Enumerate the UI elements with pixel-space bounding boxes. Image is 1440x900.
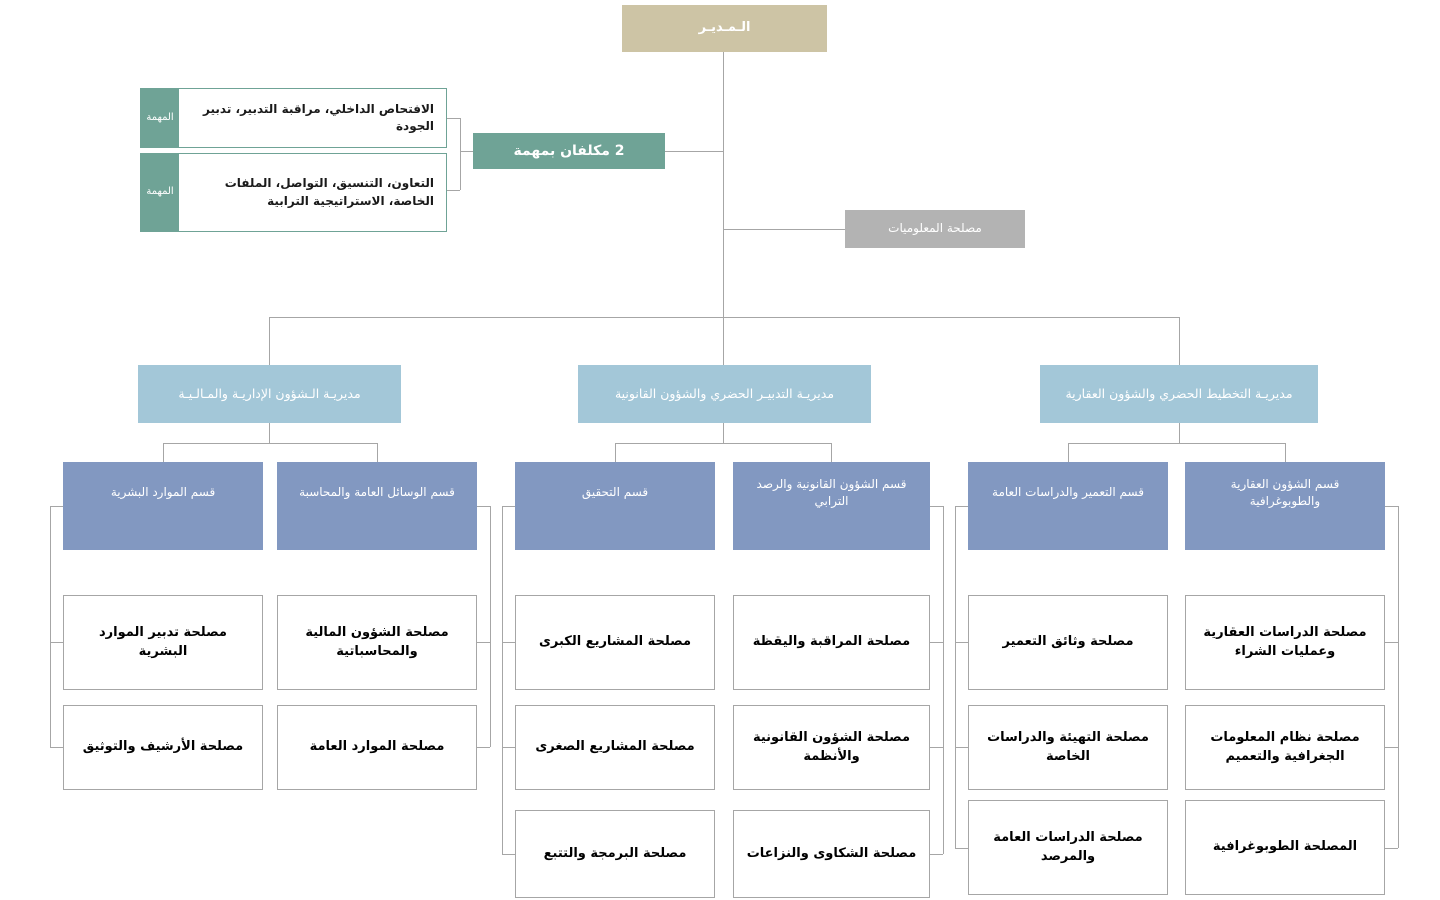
connector-line bbox=[502, 506, 515, 507]
connector-line bbox=[477, 642, 490, 643]
connector-line bbox=[1385, 747, 1398, 748]
mission-box-2: المهمة التعاون، التنسيق، التواصل، الملفا… bbox=[140, 153, 447, 232]
connector-line bbox=[1285, 443, 1286, 462]
connector-line bbox=[477, 747, 490, 748]
service-node: مصلحة المشاريع الصغرى bbox=[515, 705, 715, 790]
charges-mission-badge: 2 مكلفان بمهمة bbox=[473, 133, 665, 169]
service-node: مصلحة المراقبة واليقظة bbox=[733, 595, 930, 690]
connector-line bbox=[724, 229, 845, 230]
connector-line bbox=[502, 506, 503, 854]
director-node: الـمـديـر bbox=[622, 5, 827, 52]
connector-line bbox=[1398, 506, 1399, 848]
connector-line bbox=[269, 317, 1179, 318]
division-investigation: قسم التحقيق bbox=[515, 462, 715, 550]
connector-line bbox=[460, 118, 461, 190]
connector-line bbox=[615, 443, 616, 462]
service-node: مصلحة الشكاوى والنزاعات bbox=[733, 810, 930, 898]
connector-line bbox=[502, 747, 515, 748]
mission-tab-label: المهمة bbox=[141, 89, 179, 147]
connector-line bbox=[50, 747, 63, 748]
information-service-node: مصلحة المعلوميات bbox=[845, 210, 1025, 248]
connector-line bbox=[1385, 848, 1398, 849]
connector-line bbox=[163, 443, 164, 462]
service-node: مصلحة البرمجة والتتبع bbox=[515, 810, 715, 898]
connector-line bbox=[930, 506, 943, 507]
connector-line bbox=[930, 854, 943, 855]
service-node: مصلحة الأرشيف والتوثيق bbox=[63, 705, 263, 790]
connector-line bbox=[502, 642, 515, 643]
directorate-urban-planning-realestate: مديريـة التخطيط الحضري والشؤون العقارية bbox=[1040, 365, 1318, 423]
division-realestate-topographic: قسم الشؤون العقارية والطوبوغرافية bbox=[1185, 462, 1385, 550]
connector-line bbox=[955, 506, 956, 848]
connector-line bbox=[955, 747, 968, 748]
service-node: مصلحة الشؤون المالية والمحاسباتية bbox=[277, 595, 477, 690]
connector-line bbox=[377, 443, 378, 462]
connector-line bbox=[943, 506, 944, 854]
connector-line bbox=[723, 52, 724, 317]
connector-line bbox=[955, 848, 968, 849]
connector-line bbox=[50, 506, 63, 507]
connector-line bbox=[447, 190, 460, 191]
directorate-urban-management-legal: مديريـة التدبيـر الحضري والشؤون القانوني… bbox=[578, 365, 871, 423]
connector-line bbox=[955, 642, 968, 643]
connector-line bbox=[269, 317, 270, 365]
connector-line bbox=[930, 747, 943, 748]
mission-text-1: الافتحاص الداخلي، مراقبة التدبير، تدبير … bbox=[203, 101, 434, 133]
connector-line bbox=[723, 317, 724, 365]
service-node: المصلحة الطوبوغرافية bbox=[1185, 800, 1385, 895]
connector-line bbox=[447, 118, 460, 119]
division-legal-territorial-monitoring: قسم الشؤون القانونية والرصد الترابي bbox=[733, 462, 930, 550]
connector-line bbox=[1179, 423, 1180, 443]
connector-line bbox=[831, 443, 832, 462]
service-node: مصلحة الدراسات العقارية وعمليات الشراء bbox=[1185, 595, 1385, 690]
connector-line bbox=[1385, 642, 1398, 643]
connector-line bbox=[460, 151, 473, 152]
connector-line bbox=[665, 151, 723, 152]
directorate-admin-financial: مديريـة الـشؤون الإداريـة والمـالـيـة bbox=[138, 365, 401, 423]
connector-line bbox=[1068, 443, 1285, 444]
connector-line bbox=[1385, 506, 1398, 507]
mission-box-1: المهمة الافتحاص الداخلي، مراقبة التدبير،… bbox=[140, 88, 447, 148]
division-human-resources: قسم الموارد البشرية bbox=[63, 462, 263, 550]
connector-line bbox=[1068, 443, 1069, 462]
service-node: مصلحة وثائق التعمير bbox=[968, 595, 1168, 690]
division-general-means-accounting: قسم الوسائل العامة والمحاسبة bbox=[277, 462, 477, 550]
mission-text-2: التعاون، التنسيق، التواصل، الملفات الخاص… bbox=[224, 176, 434, 208]
service-node: مصلحة التهيئة والدراسات الخاصة bbox=[968, 705, 1168, 790]
service-node: مصلحة المشاريع الكبرى bbox=[515, 595, 715, 690]
connector-line bbox=[502, 854, 515, 855]
division-urbanism-general-studies: قسم التعمير والدراسات العامة bbox=[968, 462, 1168, 550]
service-node: مصلحة الدراسات العامة والمرصد bbox=[968, 800, 1168, 895]
connector-line bbox=[1179, 317, 1180, 365]
service-node: مصلحة تدبير الموارد البشرية bbox=[63, 595, 263, 690]
connector-line bbox=[50, 506, 51, 747]
connector-line bbox=[269, 423, 270, 443]
connector-line bbox=[955, 506, 968, 507]
connector-line bbox=[490, 506, 491, 747]
connector-line bbox=[50, 642, 63, 643]
mission-tab-label: المهمة bbox=[141, 154, 179, 231]
connector-line bbox=[477, 506, 490, 507]
service-node: مصلحة الشؤون القانونية والأنظمة bbox=[733, 705, 930, 790]
connector-line bbox=[723, 423, 724, 443]
service-node: مصلحة نظام المعلومات الجغرافية والتعميم bbox=[1185, 705, 1385, 790]
service-node: مصلحة الموارد العامة bbox=[277, 705, 477, 790]
connector-line bbox=[930, 642, 943, 643]
connector-line bbox=[163, 443, 377, 444]
connector-line bbox=[615, 443, 831, 444]
